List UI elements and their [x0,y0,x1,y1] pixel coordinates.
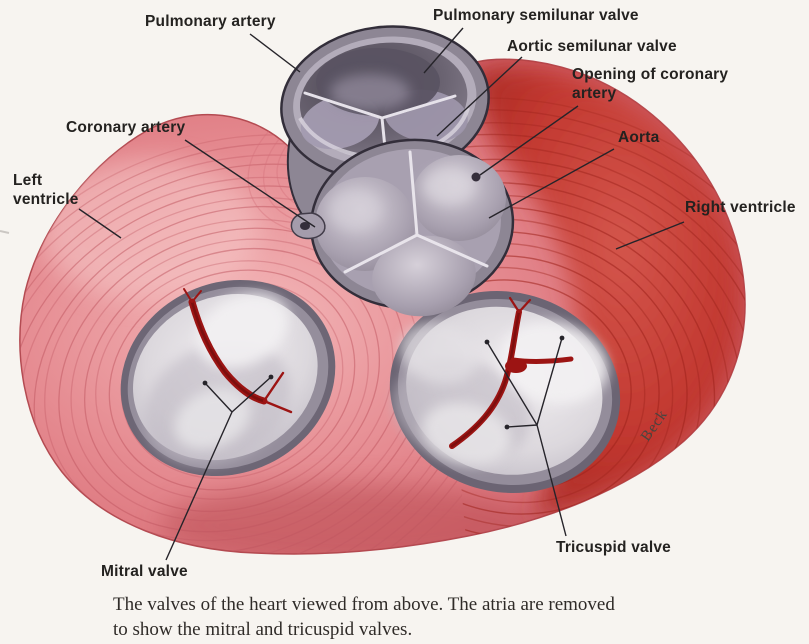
label-right-ventricle: Right ventricle [685,199,796,216]
leader-pulmonary-semilunar-valve [423,27,464,74]
label-pulmonary-artery: Pulmonary artery [145,13,276,30]
aortic-commissures [343,150,489,274]
caption-line-1: The valves of the heart viewed from abov… [113,594,615,615]
leader-lines [78,27,685,561]
leader-left-ventricle [78,208,122,239]
leader-mitral-valve [165,376,272,561]
mitral-slit [183,288,293,414]
tricuspid-valve-opening [389,290,621,494]
leader-pulmonary-artery [249,33,301,73]
coronary-artery-opening-dot [471,172,481,182]
leader-coronary-artery [184,139,316,228]
tricuspid-slit [449,296,574,449]
label-coronary-artery: Coronary artery [66,119,186,136]
leader-tricuspid-valve [486,337,567,537]
mitral-valve-opening [120,279,336,477]
label-left-ventricle: Left ventricle [13,172,79,208]
label-aortic-semilunar-valve: Aortic semilunar valve [507,38,677,55]
leader-opening-of-coronary-artery [479,105,579,176]
label-tricuspid-valve: Tricuspid valve [556,539,671,556]
aortic-valve [290,138,515,317]
label-pulmonary-semilunar-valve: Pulmonary semilunar valve [433,7,639,24]
label-mitral-valve: Mitral valve [101,563,188,580]
label-aorta: Aorta [618,129,660,146]
leader-dots [202,335,565,430]
coronary-artery-stub [290,212,326,240]
caption-line-2: to show the mitral and tricuspid valves. [113,619,413,641]
scan-artifact [0,230,10,234]
leader-aortic-semilunar-valve [436,56,523,137]
figure-caption: The valves of the heart viewed from abov… [113,592,713,642]
leader-right-ventricle [615,221,685,250]
leader-aorta [488,148,615,219]
label-opening-of-coronary-artery: Opening of coronary artery [572,66,729,102]
left-striations [19,84,746,555]
